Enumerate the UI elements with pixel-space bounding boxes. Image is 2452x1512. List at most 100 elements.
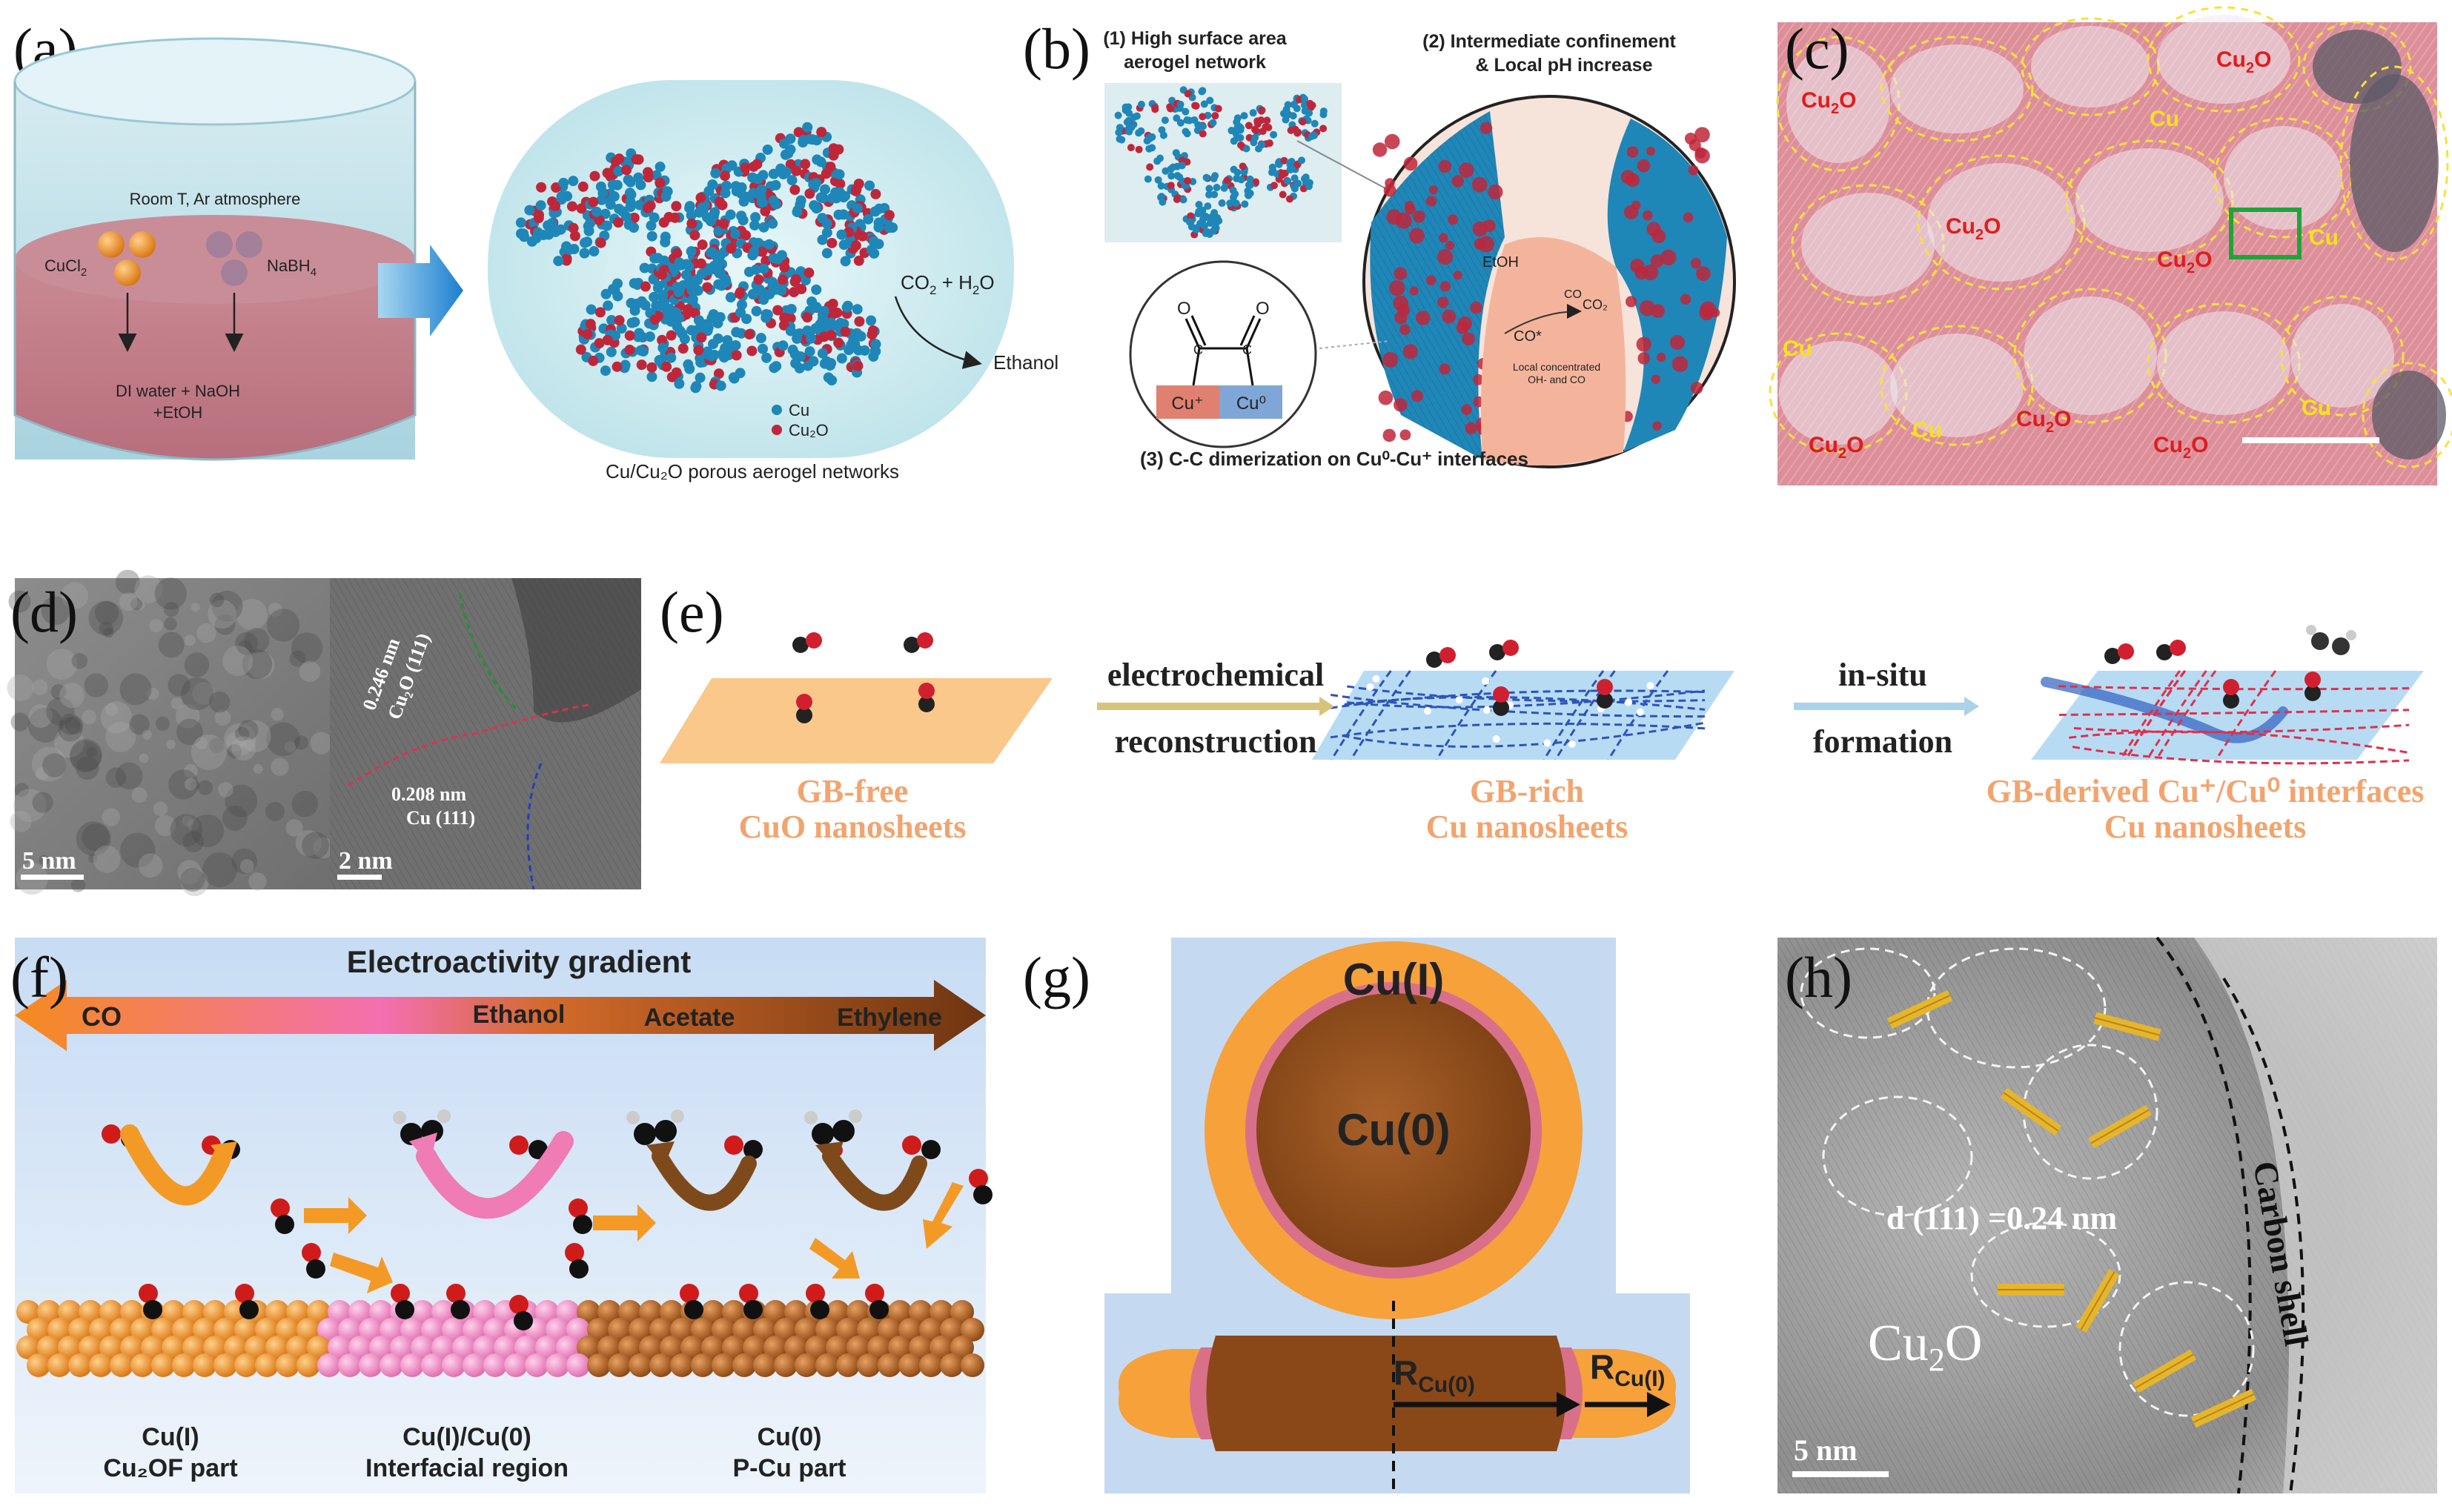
scale-label-h: 5 nm [1794, 1433, 1858, 1467]
tem-contrast [7, 569, 334, 897]
oxygen-1: O [1177, 299, 1191, 319]
product-co: CO [82, 1001, 122, 1032]
step-1-line-2: aerogel network [1124, 52, 1266, 73]
legend-cu-dot [772, 405, 782, 415]
domain-label: Cu2O [1809, 433, 1863, 462]
highlight-box [2229, 208, 2302, 259]
local-line-1: Local concentrated [1513, 361, 1600, 373]
region-3-line-1: Cu(0) [758, 1423, 822, 1451]
shell-inner-boundary [2156, 936, 2252, 1494]
migration-arrows [304, 1182, 964, 1293]
radius-cu0-label: RCu(0) [1394, 1353, 1475, 1397]
d-spacing-label: d (111) =0.24 nm [1886, 1200, 2117, 1236]
legend-cu: Cu [789, 401, 809, 420]
electroactivity-arrow [15, 980, 986, 1051]
domain-outlines [1769, 6, 2452, 468]
cu-i-label: Cu(I) [1343, 955, 1445, 1004]
domain-label: Cu2O [2153, 433, 2208, 462]
interface-band [2041, 677, 2288, 743]
tem-image-d1 [15, 578, 330, 889]
panel-label-d: (d) [10, 580, 78, 644]
pore-arrow [1504, 304, 1582, 334]
scale-label-d1: 5 nm [22, 847, 76, 875]
confined-pore [1481, 237, 1626, 465]
cu2o-label: Cu2O [1868, 1315, 1982, 1378]
region-3-line-2: P-Cu part [733, 1454, 846, 1482]
room-temp-label: Room T, Ar atmosphere [130, 190, 301, 208]
reaction-curved-arrows [120, 1124, 927, 1219]
arrow-2-line-2: formation [1813, 723, 1952, 760]
co2-label: CO₂ [1583, 297, 1608, 312]
cu-boundary [526, 763, 543, 890]
panel-label-b: (b) [1023, 16, 1090, 81]
solvent-line-2: +EtOH [153, 403, 203, 422]
spacing-annotation-2: 0.208 nm [391, 783, 466, 805]
etoh-label: EtOH [1482, 254, 1519, 271]
cu2o-boundary [458, 592, 520, 713]
domain-label: Cu2O [1809, 433, 1863, 462]
scale-bar-h [1792, 1471, 1889, 1477]
dimer-circle [1129, 260, 1317, 448]
legend-cu2o-dot [772, 425, 782, 435]
nabh4-label: NaBH4 [267, 256, 317, 279]
domain-label: Cu2O [2157, 248, 2212, 276]
stage-1-line-1: GB-free [797, 773, 909, 809]
arrow-2-shaft [1794, 703, 1964, 710]
co-ads-label: CO* [1514, 328, 1542, 345]
panel-label-e: (e) [660, 580, 724, 644]
carbon-1: C [1193, 342, 1203, 357]
shell-outer-boundary [2222, 977, 2305, 1494]
gb-derived-sheet [2031, 671, 2424, 760]
step-2-line-1: (2) Intermediate confinement [1422, 31, 1676, 52]
stage-2-line-2: Cu nanosheets [1426, 809, 1628, 845]
domain-label: Cu2O [1801, 88, 1856, 117]
stage-2-line-1: GB-rich [1470, 773, 1584, 809]
arrow-2-line-1: in-situ [1838, 657, 1927, 693]
arrow-1-shaft [1097, 703, 1319, 710]
radius-cui-label: RCu(I) [1590, 1347, 1666, 1391]
step-1-line-1: (1) High surface area [1103, 28, 1287, 49]
domain-label: Cu2O [1946, 214, 2001, 243]
cross-section-core [1206, 1336, 1566, 1451]
product-ethylene: Ethylene [837, 1004, 942, 1032]
cu-0-label: Cu(0) [1336, 1105, 1450, 1155]
spacing-annotation-3: Cu (111) [406, 807, 475, 829]
carbon-shell-region [2194, 938, 2437, 1493]
region-2-line-1: Cu(I)/Cu(0) [402, 1423, 531, 1451]
panel-b: (b) (1) High surface area aerogel networ… [1023, 16, 1736, 470]
step-3-label: (3) C-C dimerization on Cu⁰-Cu⁺ interfac… [1140, 448, 1528, 470]
carbon-2: C [1242, 342, 1252, 357]
domain-label: Cu2O [2016, 407, 2071, 436]
cu0-label: Cu⁰ [1236, 394, 1266, 414]
arrow-1-line-2: reconstruction [1115, 723, 1317, 760]
panel-a: (a) Room T, Ar atmosphere CuCl2 NaBH4 DI… [13, 16, 1058, 483]
zoom-line [1296, 140, 1394, 193]
nabh4-spheres [206, 231, 262, 286]
ethanol-product: Ethanol [993, 351, 1058, 374]
cu-plus-block [1156, 385, 1219, 419]
cu-plus-label: Cu⁺ [1171, 394, 1203, 414]
scale-bar-d1 [21, 875, 84, 880]
panel-g: (g) Cu(I) Cu(0) RCu(0) RCu(I) [1023, 938, 1690, 1493]
grain-outlines [1800, 947, 2255, 1417]
aerogel-caption: Cu/Cu₂O porous aerogel networks [606, 460, 899, 483]
aerogel-network [515, 122, 898, 394]
region-1-line-1: Cu(I) [142, 1423, 199, 1451]
adsorbed-co [792, 625, 2356, 723]
arrow-1-line-1: electrochemical [1107, 657, 1324, 693]
region-1-line-2: Cu₂OF part [103, 1454, 237, 1482]
stage-1-line-2: CuO nanosheets [739, 809, 967, 845]
solvent-line-1: DI water + NaOH [116, 382, 240, 400]
panel-e: (e) electrochemical reconstruction in-si… [660, 580, 2424, 845]
stage-3-line-2: Cu nanosheets [2104, 809, 2307, 845]
gradient-title: Electroactivity gradient [347, 944, 691, 979]
domain-label: Cu [2302, 396, 2331, 420]
cu-precursor-spheres [98, 231, 156, 286]
process-arrow [378, 245, 463, 336]
domain-label: Cu [1783, 336, 1812, 361]
panel-h: d (111) =0.24 nm Cu2O Carbon shell 5 nm … [1777, 936, 2437, 1494]
legend-cu2o: Cu₂O [789, 421, 829, 440]
